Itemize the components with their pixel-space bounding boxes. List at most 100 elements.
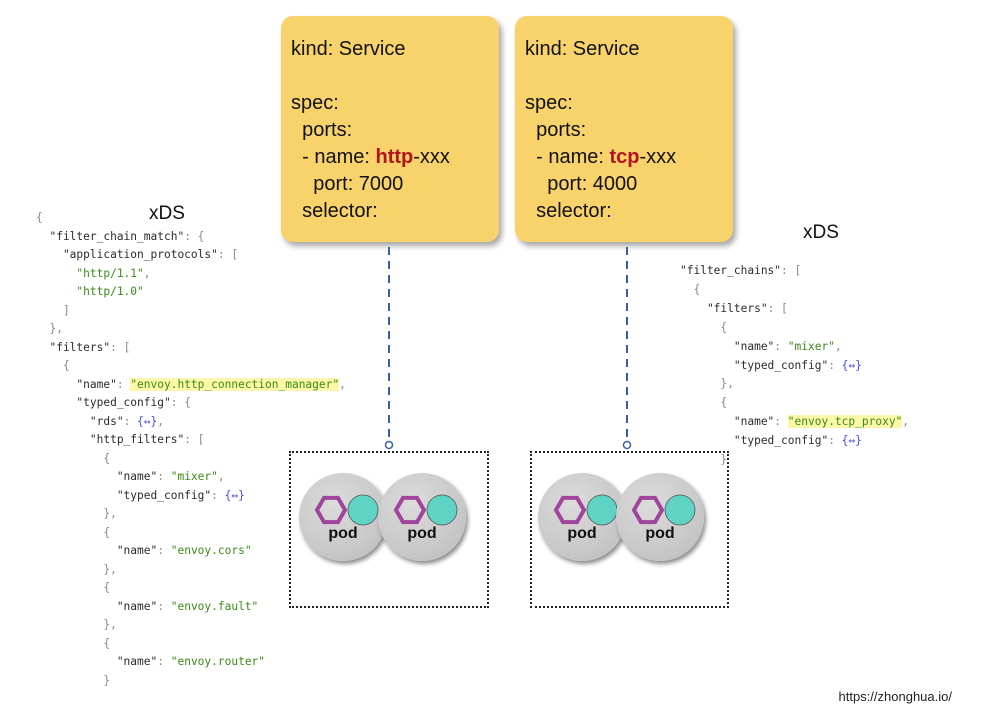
code-token: "typed_config" (36, 488, 212, 502)
code-token: "name" (36, 470, 158, 483)
code-token: "envoy.router" (170, 655, 266, 668)
code-token: : (774, 415, 788, 429)
code-token: "envoy.fault" (170, 599, 259, 613)
code-token: "http/1.0" (36, 285, 144, 298)
code-token: }, (36, 618, 117, 631)
collapse-toggle[interactable]: {↔} (841, 358, 862, 372)
code-token: "filter_chain_match" (36, 229, 185, 243)
code-token: , (217, 470, 225, 483)
code-token: , (834, 339, 842, 353)
collapse-toggle[interactable]: {↔} (224, 488, 245, 502)
code-line: { (680, 281, 700, 299)
service-line: - name: tcp-xxx (525, 144, 723, 171)
code-line: "name": "envoy.fault" (36, 598, 258, 616)
code-token: : { (170, 396, 191, 409)
service-line: selector: (291, 200, 378, 222)
code-token: "mixer" (787, 339, 835, 353)
xds-title-right: xDS (803, 222, 839, 243)
code-token: "typed_config" (680, 434, 829, 448)
port-protocol-highlight: http (375, 146, 414, 168)
code-token: "typed_config" (36, 396, 171, 409)
code-token: : (211, 488, 225, 502)
code-line: ] (36, 302, 70, 320)
pod-icons (314, 494, 379, 526)
code-line: "filters": [ (36, 339, 130, 357)
pod-label: pod (407, 525, 437, 542)
code-token: : [ (217, 248, 239, 261)
code-token: : [ (767, 301, 788, 315)
code-line: "http/1.0" (36, 283, 144, 301)
code-line: { (36, 579, 110, 597)
footer-url: https://zhonghua.io/ (838, 689, 952, 704)
code-line: }, (680, 375, 734, 393)
collapse-toggle[interactable]: {↔} (841, 434, 862, 448)
code-line: } (680, 451, 727, 469)
code-token: { (36, 636, 111, 650)
code-line: "http/1.1", (36, 265, 151, 283)
sidecar-circle-icon (664, 494, 696, 526)
code-line: "typed_config": {↔} (680, 357, 862, 375)
code-token: : (157, 544, 171, 557)
service-line (291, 63, 489, 90)
code-token: }, (680, 377, 734, 391)
code-token: : { (184, 229, 205, 243)
sidecar-circle-icon (347, 494, 379, 526)
service-line: spec: (291, 92, 339, 114)
service-line-prefix: - name: (291, 146, 376, 168)
pod-group-tcp (530, 451, 729, 608)
code-token: "http/1.1" (36, 266, 144, 280)
code-line: { (36, 524, 110, 542)
code-token: { (680, 396, 728, 410)
service-line-suffix: -xxx (639, 146, 677, 168)
service-line: spec: (525, 92, 573, 114)
code-token: "name" (36, 655, 158, 668)
pod-group-http (289, 451, 489, 608)
service-line: ports: (291, 119, 353, 141)
code-line: "filter_chains": [ (680, 262, 801, 280)
code-line: "name": "envoy.tcp_proxy", (680, 413, 909, 431)
code-line: "typed_config": { (36, 394, 191, 412)
code-line: "application_protocols": [ (36, 246, 238, 264)
service-box-http: kind: Service spec: ports: - name: http-x… (281, 16, 499, 242)
app-hexagon-icon (314, 495, 348, 525)
code-token: "name" (680, 415, 775, 429)
code-token: "http_filters" (36, 433, 185, 446)
code-token: : (157, 655, 171, 668)
code-token: "name" (36, 599, 158, 613)
pod-label: pod (567, 525, 597, 542)
code-token: : (828, 358, 842, 372)
code-token: }, (36, 507, 117, 520)
code-line: { (36, 357, 70, 375)
sidecar-circle-icon (586, 494, 618, 526)
code-token: , (143, 266, 151, 280)
code-line: { (680, 394, 727, 412)
service-line: port: 4000 (525, 173, 638, 195)
service-line: kind: Service (291, 38, 406, 60)
connector-end-tcp (622, 440, 632, 450)
code-token: : [ (781, 264, 802, 277)
code-token: "envoy.tcp_proxy" (787, 415, 903, 429)
code-token: { (36, 581, 111, 594)
sidecar-circle-icon (426, 494, 458, 526)
pod-icons (553, 494, 618, 526)
service-line-suffix: -xxx (413, 146, 450, 168)
code-token: { (680, 320, 728, 334)
collapse-toggle[interactable]: {↔} (137, 414, 158, 428)
code-token: "filters" (680, 301, 768, 315)
code-token: "name" (680, 339, 775, 353)
code-token: : (116, 377, 131, 391)
code-token: : [ (184, 433, 205, 446)
code-line: }, (36, 616, 117, 634)
pod-http-1: pod (299, 473, 387, 561)
code-token: "mixer" (170, 470, 218, 483)
code-token: , (157, 414, 165, 428)
code-line: }, (36, 320, 62, 338)
code-line: }, (36, 561, 116, 579)
code-line: "rds": {↔}, (36, 413, 164, 431)
code-token: "name" (36, 377, 117, 391)
service-line: - name: http-xxx (291, 144, 489, 171)
code-token: { (36, 525, 111, 539)
code-token: , (339, 377, 346, 391)
code-line: "name": "envoy.cors" (36, 542, 252, 560)
code-token: "filters" (36, 340, 111, 354)
